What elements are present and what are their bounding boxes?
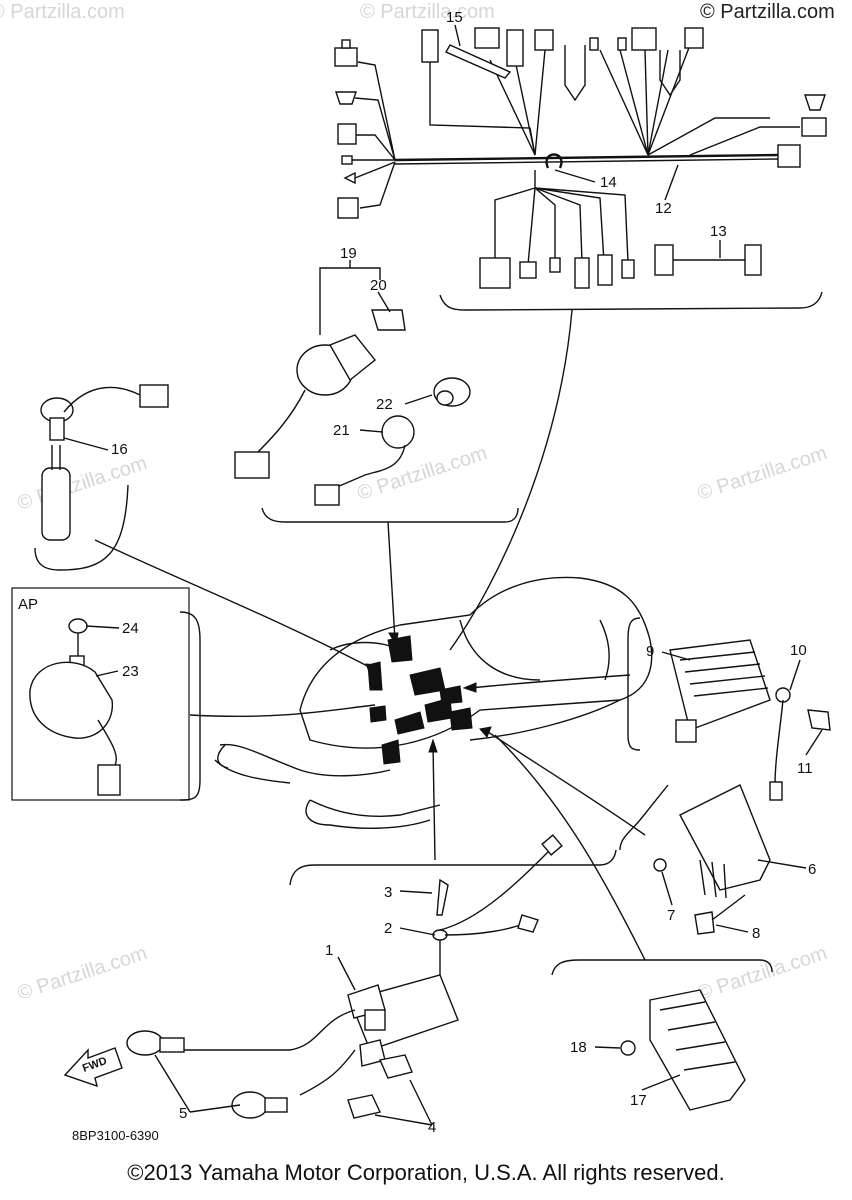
rectifier-group bbox=[462, 617, 831, 801]
leader-line bbox=[432, 744, 436, 861]
connector-icon bbox=[334, 47, 358, 67]
wire-clamp bbox=[545, 153, 563, 169]
regulator-17 bbox=[649, 989, 746, 1111]
inset-label: AP bbox=[18, 596, 38, 613]
connector-icon bbox=[139, 384, 169, 408]
callout-17: 17 bbox=[630, 1092, 647, 1109]
callout-9: 9 bbox=[646, 643, 654, 660]
connector-icon bbox=[474, 27, 500, 49]
rectifier-9 bbox=[669, 639, 771, 731]
wire-lead-13 bbox=[654, 244, 674, 276]
nut-7 bbox=[653, 858, 667, 872]
connector-icon bbox=[801, 117, 827, 137]
parts-diagram: © Partzilla.com © Partzilla.com © Partzi… bbox=[0, 1, 835, 1143]
callout-4: 4 bbox=[428, 1119, 436, 1136]
callout-3: 3 bbox=[384, 884, 392, 901]
connector-icon bbox=[506, 29, 524, 67]
bolt-11 bbox=[807, 709, 831, 731]
callout-24: 24 bbox=[122, 620, 139, 637]
leader-line bbox=[387, 521, 396, 641]
terminal-2 bbox=[432, 929, 448, 941]
ap-inset: AP bbox=[11, 587, 376, 801]
forward-arrow-icon bbox=[63, 1047, 123, 1088]
nut-18 bbox=[620, 1040, 636, 1056]
switch-21 bbox=[381, 415, 415, 449]
connector-icon bbox=[97, 764, 121, 796]
callout-2: 2 bbox=[384, 920, 392, 937]
callout-10: 10 bbox=[790, 642, 807, 659]
watermark: © Partzilla.com bbox=[695, 442, 830, 505]
callout-21: 21 bbox=[333, 422, 350, 439]
cable-tie bbox=[445, 44, 512, 79]
watermark: © Partzilla.com bbox=[355, 442, 490, 505]
callout-15: 15 bbox=[446, 9, 463, 26]
connector-icon bbox=[234, 451, 270, 479]
bolt-8 bbox=[694, 911, 715, 935]
callout-leaders bbox=[63, 24, 823, 1126]
watermark: © Partzilla.com bbox=[0, 1, 125, 23]
main-switch-group bbox=[234, 260, 519, 647]
callout-11: 11 bbox=[797, 760, 813, 777]
callout-20: 20 bbox=[370, 277, 387, 294]
regulator-group bbox=[494, 734, 773, 1111]
ignition-coil-group: FWD bbox=[63, 738, 617, 1119]
copyright-notice: ©2013 Yamaha Motor Corporation, U.S.A. A… bbox=[127, 1160, 725, 1185]
connector-icon bbox=[337, 123, 357, 145]
callout-16: 16 bbox=[111, 441, 128, 458]
watermark: © Partzilla.com bbox=[15, 942, 150, 1005]
connector-icon bbox=[631, 27, 657, 51]
watermark: © Partzilla.com bbox=[15, 452, 150, 515]
callout-7: 7 bbox=[667, 907, 675, 924]
leader-line bbox=[494, 734, 646, 961]
connector-icon bbox=[335, 91, 357, 105]
watermark: © Partzilla.com bbox=[700, 1, 835, 23]
callout-22: 22 bbox=[376, 396, 393, 413]
watermark: © Partzilla.com bbox=[360, 1, 495, 23]
callout-numbers: 1 2 3 4 5 6 7 8 9 10 11 12 13 14 15 16 1… bbox=[111, 9, 816, 1136]
clamp-4 bbox=[379, 1054, 413, 1079]
wire-harness-group bbox=[334, 27, 827, 651]
callout-12: 12 bbox=[655, 200, 672, 217]
connector-icon bbox=[314, 484, 340, 506]
connector-icon bbox=[684, 27, 704, 49]
clamp-4 bbox=[347, 1094, 382, 1119]
callout-14: 14 bbox=[600, 174, 617, 191]
callout-8: 8 bbox=[752, 925, 760, 942]
leader-line bbox=[189, 704, 376, 718]
leader-line bbox=[469, 674, 631, 689]
connector-icon bbox=[337, 197, 359, 219]
callout-5: 5 bbox=[179, 1105, 187, 1122]
diagram-code: 8BP3100-6390 bbox=[72, 1128, 159, 1143]
callout-13: 13 bbox=[710, 223, 727, 240]
connector-icon bbox=[804, 94, 826, 111]
leader-line bbox=[94, 539, 376, 671]
switch-cover bbox=[371, 309, 406, 331]
connector-icon bbox=[777, 144, 801, 168]
plug-cap bbox=[126, 1030, 164, 1056]
connector-icon bbox=[534, 29, 554, 51]
callout-18: 18 bbox=[570, 1039, 587, 1056]
terminal-10 bbox=[775, 687, 791, 703]
connector-icon bbox=[479, 257, 511, 289]
unit-23 bbox=[29, 661, 114, 739]
callout-6: 6 bbox=[808, 861, 816, 878]
connector-icon bbox=[421, 29, 439, 63]
callout-19: 19 bbox=[340, 245, 357, 262]
screw-3 bbox=[436, 878, 449, 916]
leader-line bbox=[449, 309, 573, 651]
cdi-group bbox=[479, 726, 771, 935]
watermark: © Partzilla.com bbox=[695, 942, 830, 1005]
snowmobile-outline bbox=[214, 576, 653, 829]
callout-1: 1 bbox=[325, 942, 333, 959]
thermo-switch-group bbox=[34, 384, 378, 675]
callout-23: 23 bbox=[122, 663, 139, 680]
